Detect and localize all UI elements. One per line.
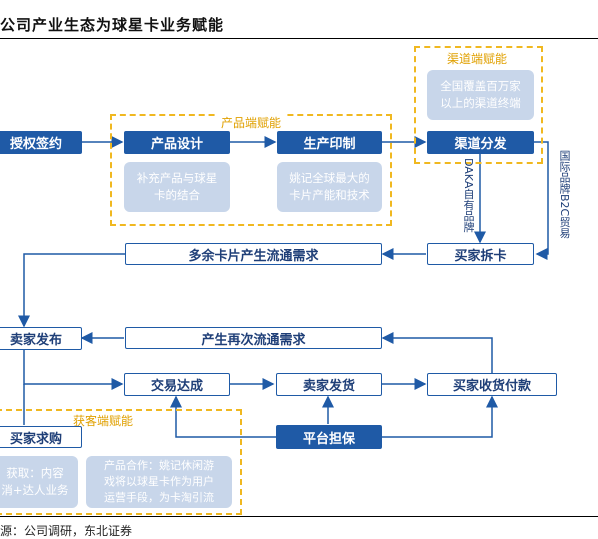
excess-demand-node: 多余卡片产生流通需求 [125, 243, 382, 265]
title-rule [0, 38, 598, 39]
intl-edge-label: 国际品牌B2C贸易 [558, 150, 571, 239]
source-note: 源：公司调研，东北证券 [0, 524, 133, 538]
print-node: 生产印制 [277, 131, 382, 154]
buyer-break-node: 买家拆卡 [427, 243, 534, 265]
customer-enable-label: 获客端赋能 [70, 412, 137, 429]
deal-node: 交易达成 [124, 373, 230, 396]
platform-guarantee-node: 平台担保 [276, 425, 382, 449]
design-node: 产品设计 [124, 131, 230, 154]
acquire-note: 获取：内容 消+达人业务 [0, 456, 78, 508]
license-node: 授权签约 [0, 131, 82, 154]
channel-enable-label: 渠道端赋能 [444, 50, 511, 67]
customer-enable-region [0, 409, 242, 515]
product-enable-label: 产品端赋能 [218, 114, 285, 131]
print-note: 姚记全球最大的 卡片产能和技术 [277, 162, 382, 212]
design-note: 补充产品与球星 卡的结合 [124, 162, 230, 212]
daka-edge-label: DAKA自有品牌 [462, 158, 475, 233]
buyer-purchase-node: 买家求购 [0, 426, 82, 448]
cooperation-note: 产品合作：姚记休闲游 戏将以球星卡作为用户 运营手段，为卡淘引流 [86, 456, 232, 508]
channel-note: 全国覆盖百万家 以上的渠道终端 [427, 70, 534, 120]
channel-enable-region [414, 46, 543, 164]
seller-publish-node: 卖家发布 [0, 327, 82, 350]
bottom-rule [0, 516, 598, 517]
secondary-demand-node: 产生再次流通需求 [125, 327, 382, 349]
seller-ship-node: 卖家发货 [276, 373, 382, 396]
page-title: 公司产业生态为球星卡业务赋能 [0, 16, 225, 34]
distribution-node: 渠道分发 [427, 131, 534, 154]
buyer-pay-node: 买家收货付款 [427, 373, 557, 396]
